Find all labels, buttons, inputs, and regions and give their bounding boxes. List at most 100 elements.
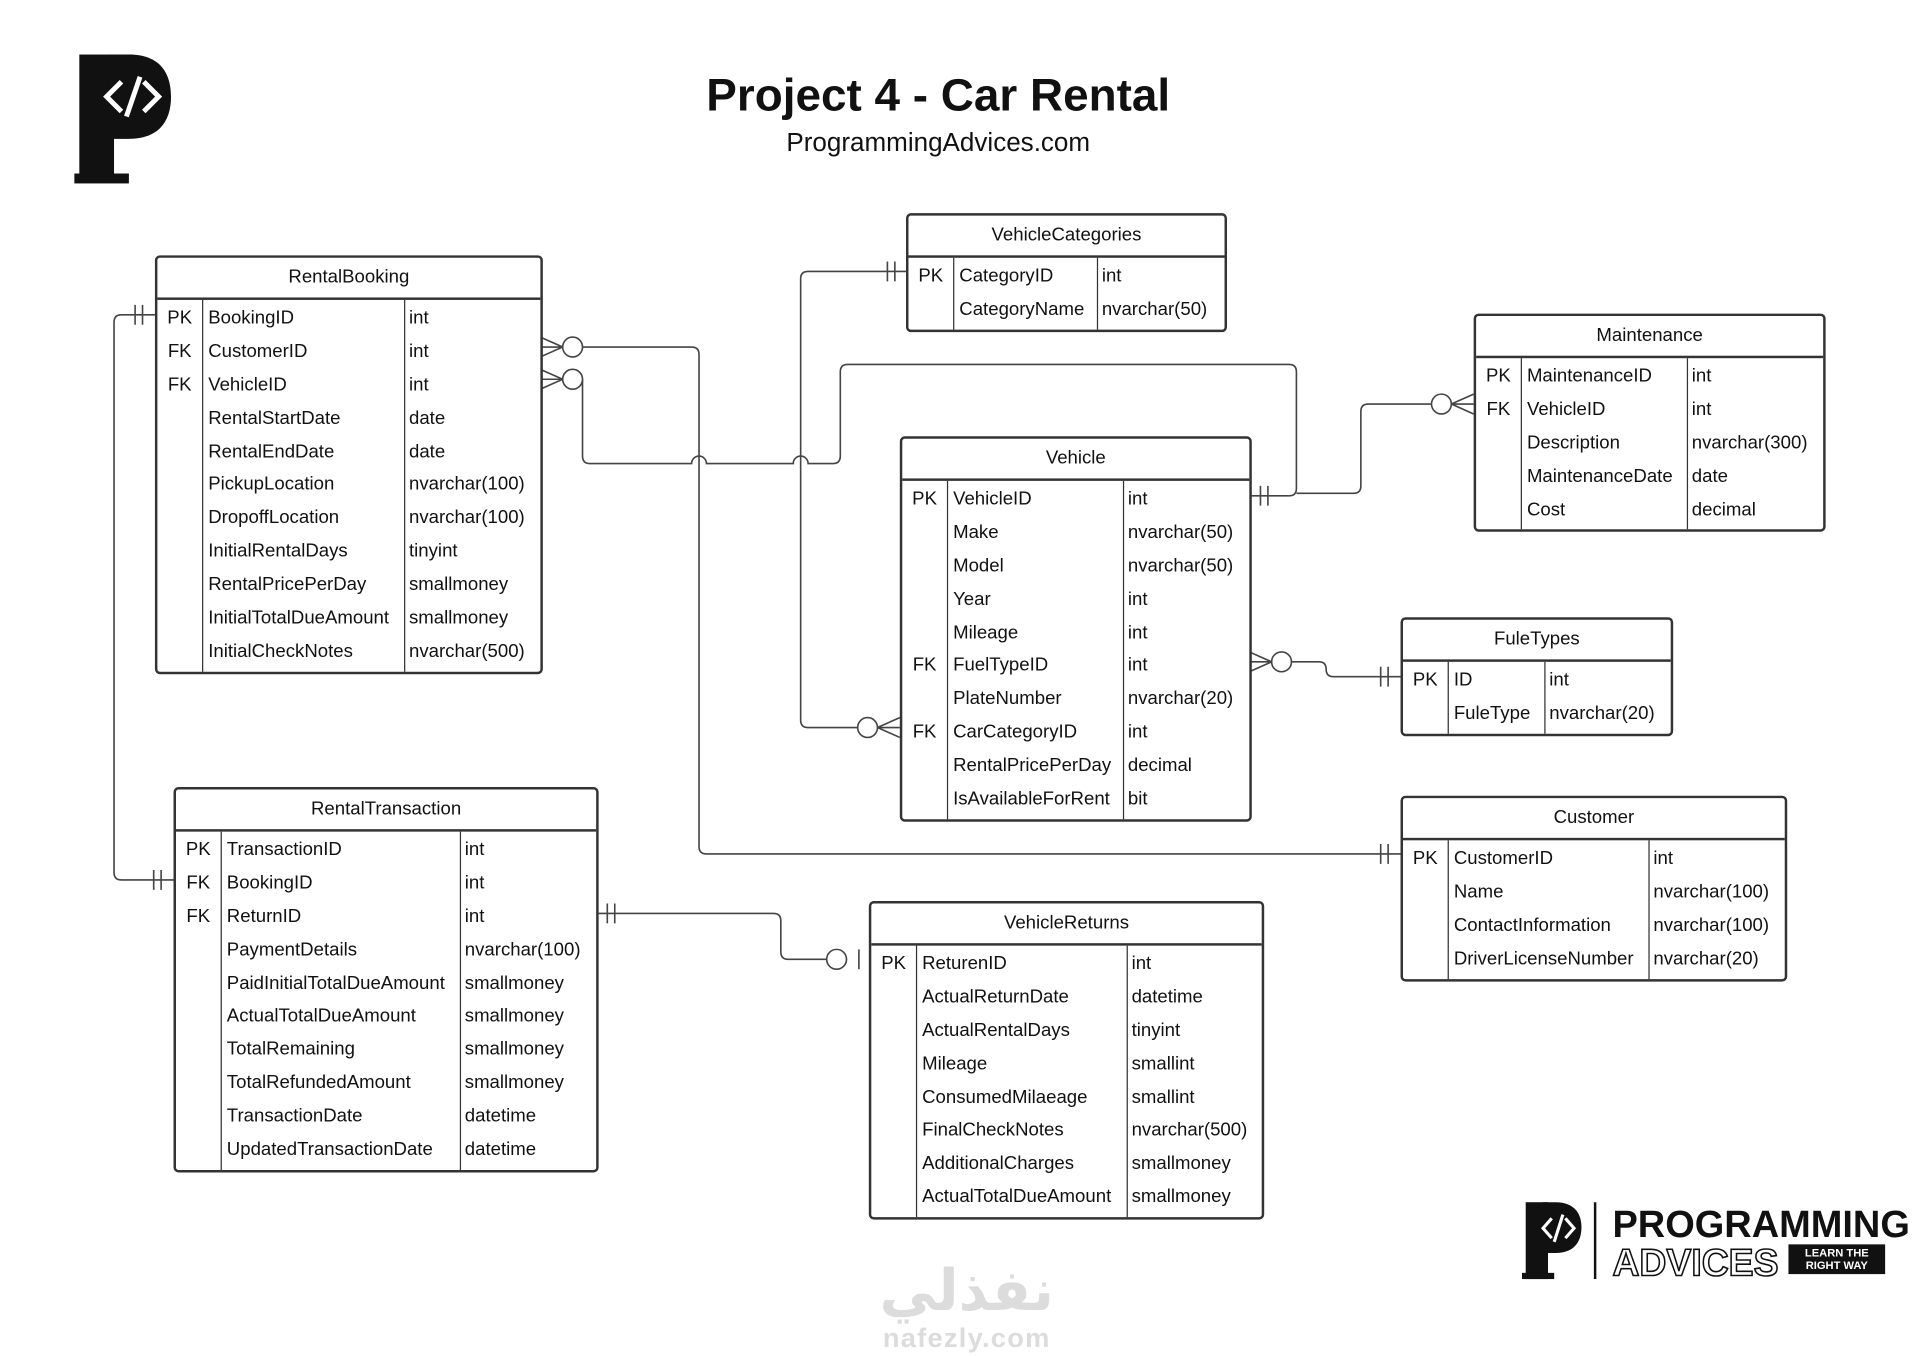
attribute-row[interactable]: RentalPricePerDay decimal bbox=[902, 749, 1249, 782]
key-marker: PK bbox=[1412, 669, 1438, 691]
attribute-type: decimal bbox=[1691, 498, 1756, 520]
attribute-name: BookingID bbox=[208, 307, 295, 329]
key-marker: PK bbox=[185, 838, 211, 861]
column-divider bbox=[1520, 358, 1522, 530]
entity-title: RentalTransaction bbox=[175, 789, 597, 832]
brand-logo: PROGRAMMING ADVICES LEARN THE RIGHT WAY bbox=[1521, 1197, 1913, 1290]
attribute-name: VehicleID bbox=[1526, 398, 1606, 420]
attribute-name: FinalCheckNotes bbox=[922, 1119, 1064, 1141]
entity-title: VehicleCategories bbox=[908, 216, 1225, 258]
column-divider bbox=[1648, 840, 1650, 979]
entity-title: Customer bbox=[1403, 798, 1785, 841]
attribute-row[interactable]: RentalStartDate date bbox=[157, 401, 540, 434]
column-divider bbox=[202, 299, 204, 672]
attribute-type: int bbox=[1127, 721, 1148, 743]
attribute-row[interactable]: FuleType nvarchar(20) bbox=[1403, 696, 1671, 729]
attribute-type: datetime bbox=[464, 1105, 537, 1127]
key-marker: PK bbox=[1486, 365, 1511, 387]
attribute-type: int bbox=[1653, 847, 1673, 869]
attribute-name: UpdatedTransactionDate bbox=[226, 1138, 433, 1161]
attribute-name: RentalStartDate bbox=[208, 407, 341, 429]
attribute-name: BookingID bbox=[226, 872, 313, 894]
attribute-type: decimal bbox=[1127, 754, 1192, 776]
column-divider bbox=[1447, 661, 1449, 734]
attribute-name: FuleType bbox=[1453, 702, 1531, 724]
watermark-arabic: نفذلي bbox=[879, 1256, 1054, 1324]
attribute-name: DropoffLocation bbox=[208, 507, 340, 529]
key-marker: FK bbox=[167, 373, 192, 396]
attribute-type: date bbox=[409, 407, 446, 429]
transaction-end bbox=[606, 903, 616, 924]
attribute-type: nvarchar(20) bbox=[1549, 702, 1655, 724]
attribute-name: RentalPricePerDay bbox=[953, 754, 1112, 776]
booking-customer-end-crowfoot bbox=[540, 336, 565, 358]
vehicle-category-end-circle bbox=[856, 716, 879, 739]
key-marker: PK bbox=[918, 265, 944, 287]
attribute-type: smallint bbox=[1131, 1086, 1195, 1108]
attribute-type: int bbox=[1127, 588, 1148, 610]
attribute-type: int bbox=[1127, 654, 1148, 676]
attribute-type: nvarchar(300) bbox=[1691, 432, 1808, 454]
attribute-type: smallmoney bbox=[464, 1005, 564, 1027]
